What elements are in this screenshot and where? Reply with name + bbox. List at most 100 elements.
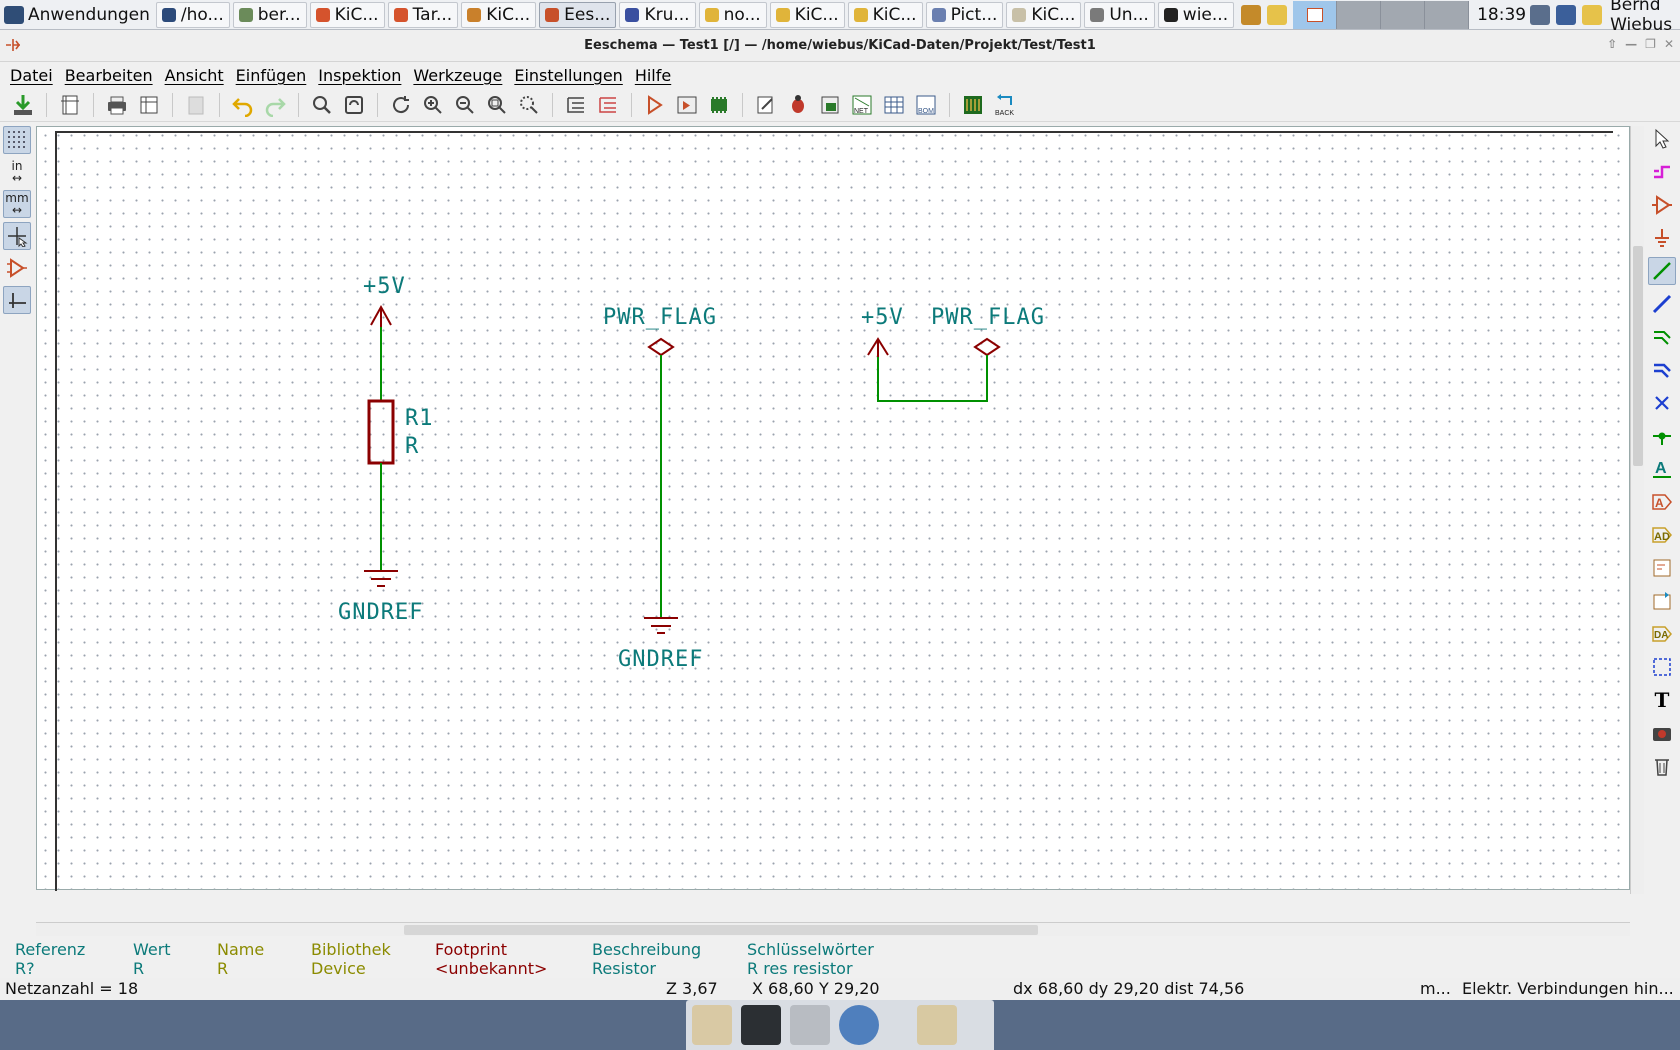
- annotate-button[interactable]: [751, 91, 781, 119]
- workspace-3[interactable]: [1381, 0, 1426, 29]
- sheet-pin-button[interactable]: DA: [1648, 620, 1676, 648]
- bus-to-bus-entry-button[interactable]: [1648, 356, 1676, 384]
- plot-button[interactable]: [134, 91, 164, 119]
- terminal-icon[interactable]: [741, 1005, 781, 1045]
- menu-ansicht[interactable]: Ansicht: [164, 65, 224, 85]
- assign-footprints-button[interactable]: [815, 91, 845, 119]
- taskbar-button[interactable]: Ees...: [539, 1, 617, 28]
- net-label-button[interactable]: A: [1648, 455, 1676, 483]
- wire-angle-button[interactable]: [3, 286, 31, 314]
- add-wire-button[interactable]: [1648, 257, 1676, 285]
- save-button[interactable]: [8, 91, 38, 119]
- zoom-fit-button[interactable]: [482, 91, 512, 119]
- find-replace-button[interactable]: [339, 91, 369, 119]
- package-icon[interactable]: [1241, 4, 1262, 25]
- netlist-button[interactable]: NET: [847, 91, 877, 119]
- symbol-browser-button[interactable]: [672, 91, 702, 119]
- refresh-button[interactable]: [386, 91, 416, 119]
- close-icon[interactable]: ✕: [1663, 37, 1674, 51]
- workspace-4[interactable]: [1425, 0, 1470, 29]
- workspace-2[interactable]: [1337, 0, 1382, 29]
- gndref-symbol-2[interactable]: [644, 617, 678, 634]
- window-up-icon[interactable]: ⇧: [1607, 37, 1618, 51]
- find-button[interactable]: [307, 91, 337, 119]
- taskbar-button[interactable]: no...: [698, 1, 767, 28]
- wire-to-bus-entry-button[interactable]: [1648, 323, 1676, 351]
- units-inches-button[interactable]: in↔: [3, 158, 31, 186]
- zoom-in-button[interactable]: [418, 91, 448, 119]
- hierarchical-sheet-button[interactable]: [1648, 554, 1676, 582]
- paste-button[interactable]: [181, 91, 211, 119]
- hierarchy-navigator-button[interactable]: [561, 91, 591, 119]
- maximize-icon[interactable]: ❐: [1645, 37, 1656, 51]
- bom-button[interactable]: BOM: [911, 91, 941, 119]
- menu-inspektion[interactable]: Inspektion: [318, 65, 402, 85]
- import-sheet-pin-button[interactable]: [1648, 587, 1676, 615]
- undo-button[interactable]: [228, 91, 258, 119]
- folder-icon[interactable]: [917, 1005, 957, 1045]
- add-symbol-button[interactable]: [1648, 191, 1676, 219]
- units-mm-button[interactable]: mm↔: [3, 190, 31, 218]
- taskbar-button[interactable]: Un...: [1084, 1, 1155, 28]
- pwr-flag-symbol-1[interactable]: [647, 337, 675, 357]
- junction-button[interactable]: [1648, 422, 1676, 450]
- horizontal-scrollbar[interactable]: [36, 922, 1630, 936]
- vertical-scrollbar[interactable]: [1630, 126, 1644, 894]
- back-annotate-button[interactable]: BACK: [990, 91, 1020, 119]
- zoom-selection-button[interactable]: [514, 91, 544, 119]
- redo-button[interactable]: [260, 91, 290, 119]
- gndref-symbol-1[interactable]: [364, 570, 398, 587]
- pwr-flag-symbol-2[interactable]: [973, 337, 1001, 357]
- menu-bearbeiten[interactable]: Bearbeiten: [64, 65, 153, 85]
- highlight-net-button[interactable]: [1648, 158, 1676, 186]
- graphic-lines-button[interactable]: [1648, 653, 1676, 681]
- erc-button[interactable]: [783, 91, 813, 119]
- taskbar-button[interactable]: KiC...: [847, 1, 923, 28]
- taskbar-button[interactable]: wie...: [1157, 1, 1235, 28]
- home-folder-icon[interactable]: [692, 1005, 732, 1045]
- taskbar-button[interactable]: KiC...: [309, 1, 385, 28]
- print-button[interactable]: [102, 91, 132, 119]
- minimize-icon[interactable]: —: [1625, 37, 1638, 51]
- resistor-r1[interactable]: [367, 399, 395, 465]
- workspace-1[interactable]: [1293, 0, 1338, 29]
- power-symbol-5v-2[interactable]: [867, 337, 889, 357]
- taskbar-button[interactable]: Tar...: [387, 1, 459, 28]
- taskbar-button[interactable]: KiC...: [1006, 1, 1082, 28]
- delete-tool-button[interactable]: [1648, 752, 1676, 780]
- user-menu[interactable]: Bernd Wiebus: [1610, 0, 1673, 35]
- file-manager-icon[interactable]: [790, 1005, 830, 1045]
- add-power-button[interactable]: [1648, 224, 1676, 252]
- wire-segment[interactable]: [877, 355, 988, 402]
- menu-hilfe[interactable]: Hilfe: [634, 65, 672, 85]
- menu-einfuegen[interactable]: Einfügen: [235, 65, 307, 85]
- menu-datei[interactable]: Datei: [10, 65, 53, 85]
- network-icon[interactable]: [1556, 4, 1577, 25]
- applications-menu[interactable]: Anwendungen: [0, 0, 156, 30]
- zoom-out-button[interactable]: [450, 91, 480, 119]
- notes-icon[interactable]: [1267, 4, 1288, 25]
- add-bus-button[interactable]: [1648, 290, 1676, 318]
- hierarchical-label-button[interactable]: AD: [1648, 521, 1676, 549]
- taskbar-button[interactable]: ber...: [232, 1, 307, 28]
- symbol-editor-button[interactable]: [640, 91, 670, 119]
- clock[interactable]: 18:39: [1477, 4, 1527, 25]
- add-image-button[interactable]: [1648, 719, 1676, 747]
- power-symbol-5v-1[interactable]: [370, 304, 392, 327]
- select-tool-button[interactable]: [1648, 125, 1676, 153]
- taskbar-button[interactable]: Pict...: [925, 1, 1004, 28]
- global-label-button[interactable]: A: [1648, 488, 1676, 516]
- pcbnew-button[interactable]: [958, 91, 988, 119]
- leave-sheet-button[interactable]: [593, 91, 623, 119]
- show-hidden-pins-button[interactable]: [3, 254, 31, 282]
- taskbar-button[interactable]: KiC...: [461, 1, 537, 28]
- schematic-canvas[interactable]: +5V R1 R GNDREF PWR_FLAG: [36, 126, 1630, 891]
- taskbar-button[interactable]: /ho...: [155, 1, 230, 28]
- cursor-shape-button[interactable]: [3, 222, 31, 250]
- grid-toggle-button[interactable]: [3, 126, 31, 154]
- no-connect-button[interactable]: [1648, 389, 1676, 417]
- taskbar-button[interactable]: Kru...: [619, 1, 696, 28]
- footprint-editor-button[interactable]: [704, 91, 734, 119]
- notification-icon[interactable]: [1582, 4, 1603, 25]
- volume-icon[interactable]: [1530, 4, 1551, 25]
